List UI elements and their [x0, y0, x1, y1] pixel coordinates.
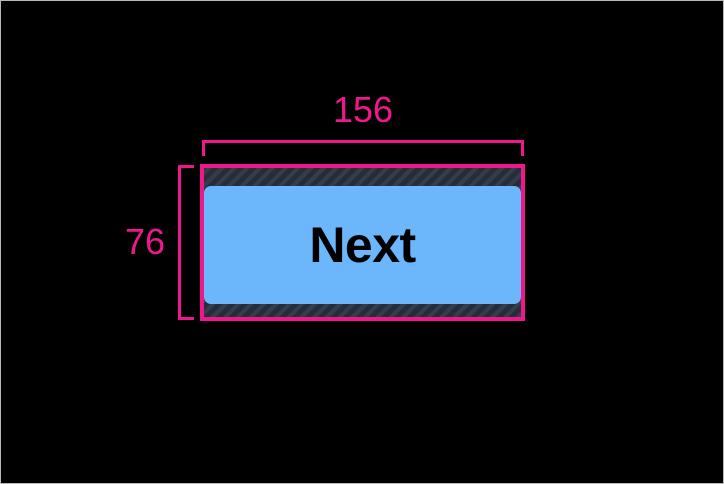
height-dimension-label: 76	[124, 221, 165, 262]
next-button-label: Next	[309, 217, 416, 273]
measured-element-highlight: Next	[200, 164, 525, 321]
next-button[interactable]: Next	[204, 186, 521, 304]
element-padding-hatch: Next	[204, 168, 521, 317]
width-dimension-bracket	[202, 140, 524, 156]
width-dimension-label: 156	[332, 89, 394, 130]
height-dimension-bracket	[178, 165, 194, 320]
